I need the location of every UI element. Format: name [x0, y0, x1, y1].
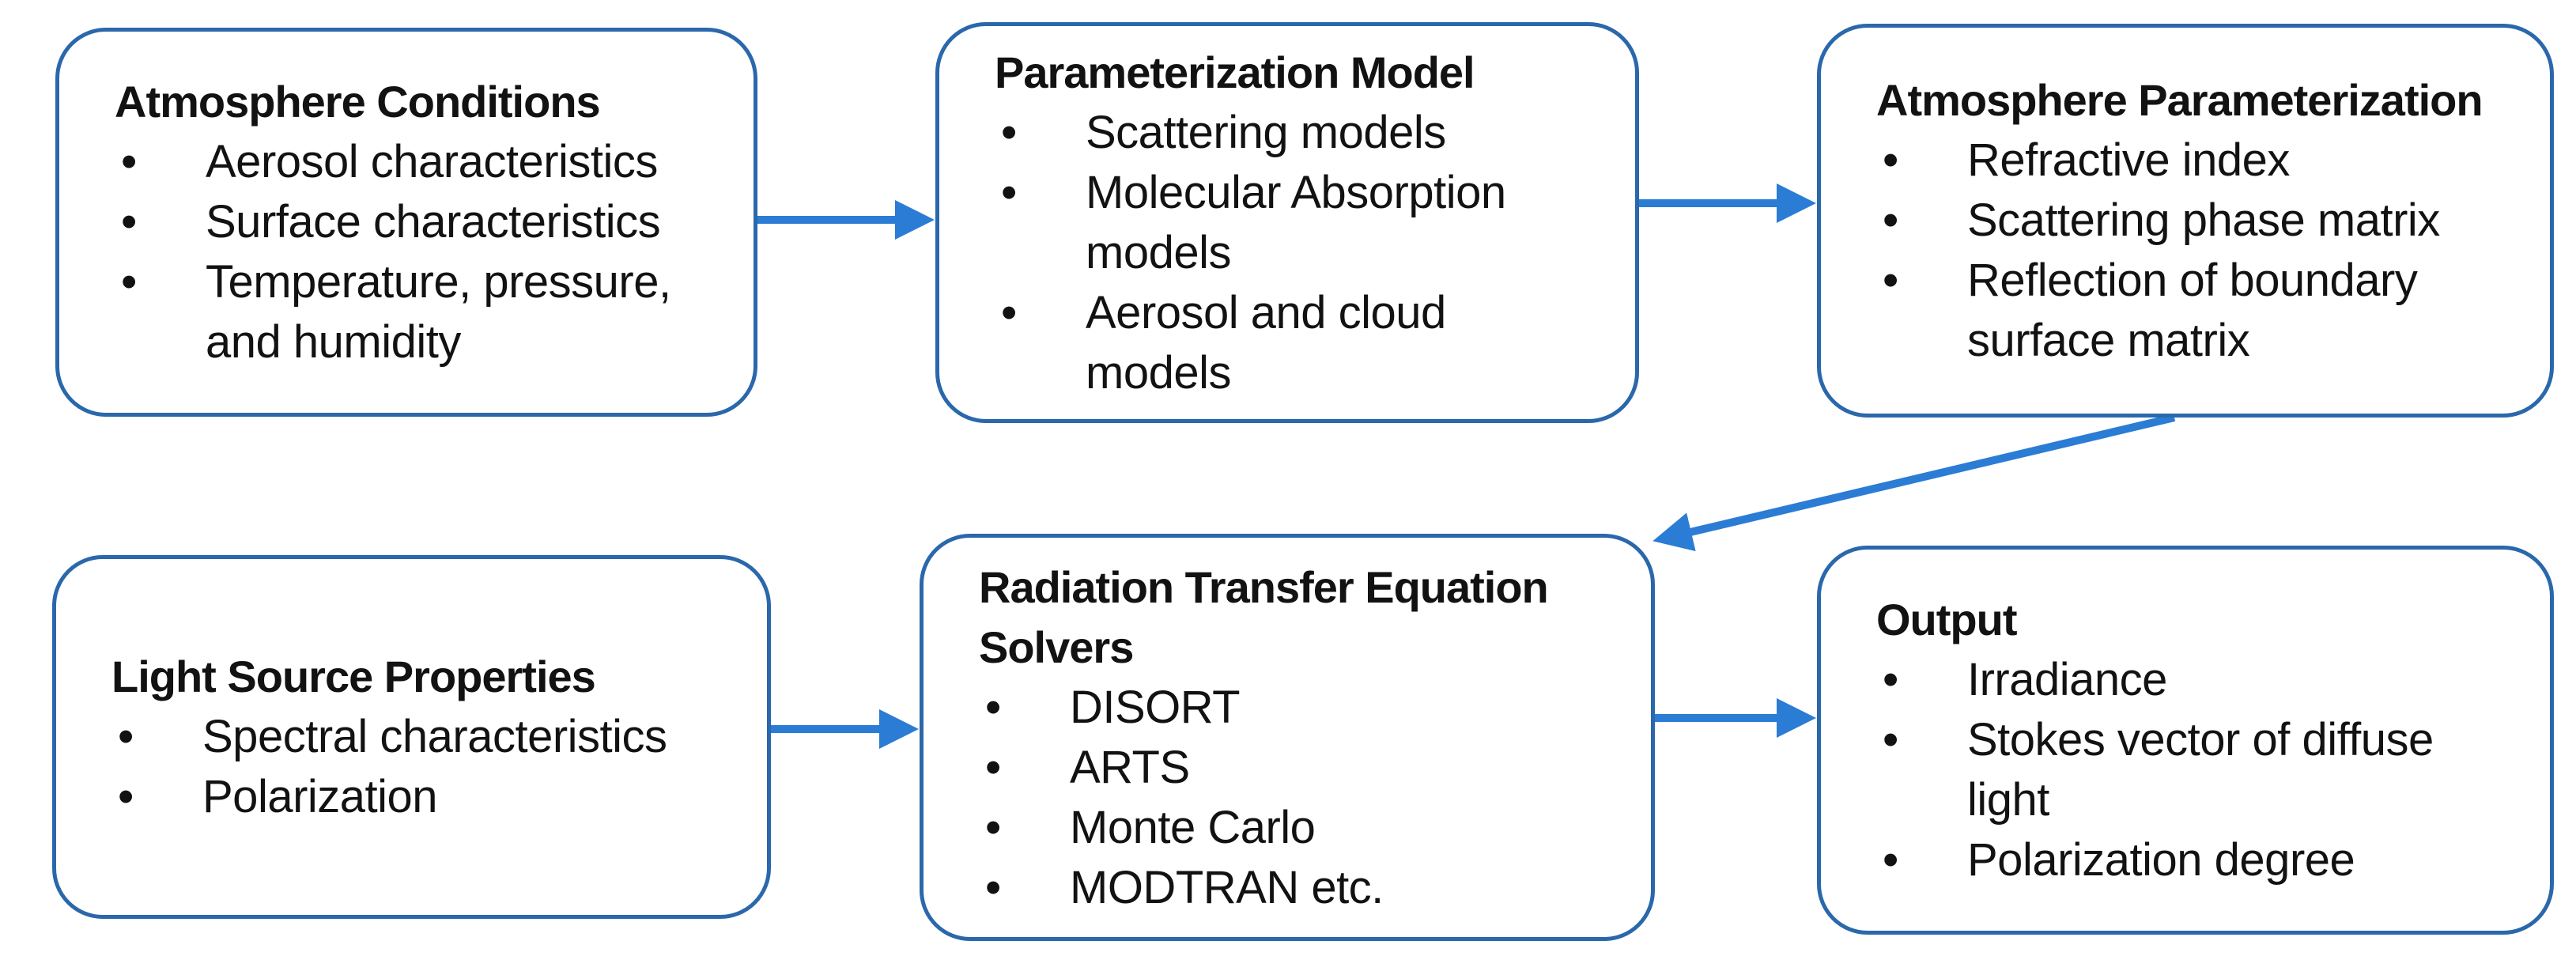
bullet-list: Refractive indexScattering phase matrixR…	[1876, 130, 2502, 371]
bullet-item: Reflection of boundary surface matrix	[1876, 251, 2502, 371]
bullet-item: Aerosol and cloud models	[995, 283, 1588, 403]
bullet-item: Temperature, pressure, and humidity	[115, 252, 706, 372]
bullet-item: Stokes vector of diffuse light	[1876, 710, 2502, 830]
box-output: Output IrradianceStokes vector of diffus…	[1817, 546, 2554, 935]
bullet-item: Surface characteristics	[115, 192, 706, 252]
box-title: Light Source Properties	[111, 652, 596, 701]
box-light-source-properties: Light Source Properties Spectral charact…	[52, 555, 771, 919]
bullet-list: Scattering modelsMolecular Absorption mo…	[995, 103, 1588, 403]
box-title: Parameterization Model	[995, 47, 1475, 97]
box-title: Atmosphere Conditions	[115, 77, 601, 127]
box-title: Radiation Transfer Equation Solvers	[979, 561, 1549, 672]
box-title: Output	[1876, 595, 2017, 644]
bullet-list: Aerosol characteristicsSurface character…	[115, 132, 706, 372]
bullet-list: DISORTARTSMonte CarloMODTRAN etc.	[979, 678, 1603, 918]
bullet-item: Irradiance	[1876, 650, 2502, 710]
box-atmosphere-parameterization: Atmosphere Parameterization Refractive i…	[1817, 24, 2554, 418]
bullet-item: Aerosol characteristics	[115, 132, 706, 192]
bullet-item: ARTS	[979, 738, 1603, 798]
bullet-list: IrradianceStokes vector of diffuse light…	[1876, 650, 2502, 890]
bullet-list: Spectral characteristicsPolarization	[111, 707, 720, 827]
box-radiation-transfer-equation-solvers: Radiation Transfer Equation Solvers DISO…	[920, 534, 1655, 941]
bullet-item: Scattering phase matrix	[1876, 191, 2502, 251]
bullet-item: Spectral characteristics	[111, 707, 720, 767]
bullet-item: DISORT	[979, 678, 1603, 738]
box-title: Atmosphere Parameterization	[1876, 75, 2483, 125]
box-atmosphere-conditions: Atmosphere Conditions Aerosol characteri…	[55, 28, 757, 417]
bullet-item: MODTRAN etc.	[979, 858, 1603, 918]
bullet-item: Polarization	[111, 767, 720, 827]
bullet-item: Polarization degree	[1876, 830, 2502, 890]
arrow-atmosphere-parameterization-to-radiation-transfer-equation-solvers	[1652, 414, 2176, 552]
bullet-item: Refractive index	[1876, 130, 2502, 191]
bullet-item: Monte Carlo	[979, 798, 1603, 858]
bullet-item: Molecular Absorption models	[995, 163, 1588, 283]
box-parameterization-model: Parameterization Model Scattering models…	[935, 22, 1639, 423]
bullet-item: Scattering models	[995, 103, 1588, 163]
